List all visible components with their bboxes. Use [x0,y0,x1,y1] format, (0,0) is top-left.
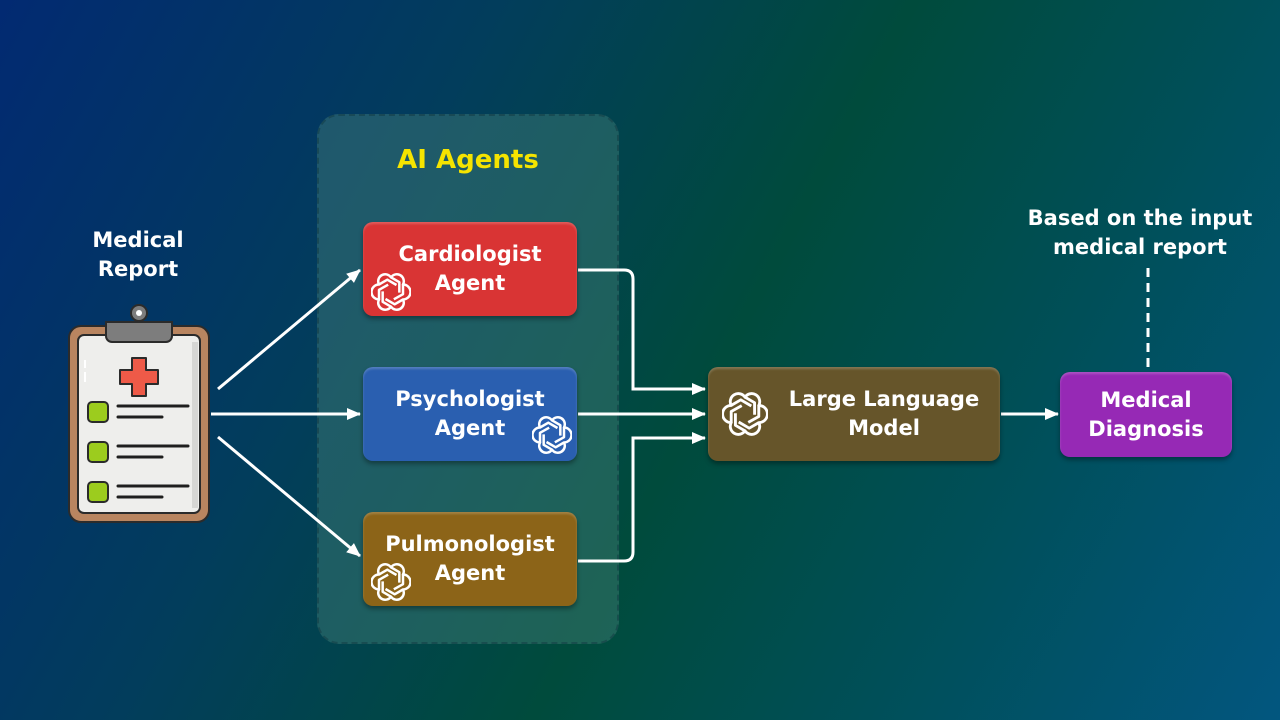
psychologist-agent-node: Psychologist Agent [363,367,577,461]
cardiologist-agent-label: Cardiologist Agent [398,242,542,295]
openai-logo-icon [532,416,572,454]
cardiologist-agent-node: Cardiologist Agent [363,222,577,316]
openai-logo-icon [722,392,768,436]
psychologist-agent-label: Psychologist Agent [395,387,545,440]
pulmonologist-agent-label: Pulmonologist Agent [385,532,555,585]
medical-report-label: Medical Report [92,228,184,281]
edge-cardiologist-to-llm [578,268,706,395]
ai-agents-group-title: AI Agents [397,145,539,175]
openai-logo-icon [371,273,411,311]
edge-report-to-pulmonologist [217,435,361,558]
clipboard-medical-icon [68,304,210,523]
medical-diagnosis-node: Medical Diagnosis [1060,372,1232,457]
llm-node: Large Language Model [708,367,1000,461]
medical-diagnosis-label: Medical Diagnosis [1088,387,1204,441]
pulmonologist-agent-node: Pulmonologist Agent [363,512,577,606]
annotation-label: Based on the input medical report [1027,206,1253,259]
edge-pulmonologist-to-llm [578,432,706,563]
edge-report-to-cardiologist [217,268,361,391]
openai-logo-icon [371,563,411,601]
llm-label: Large Language Model [788,387,980,440]
